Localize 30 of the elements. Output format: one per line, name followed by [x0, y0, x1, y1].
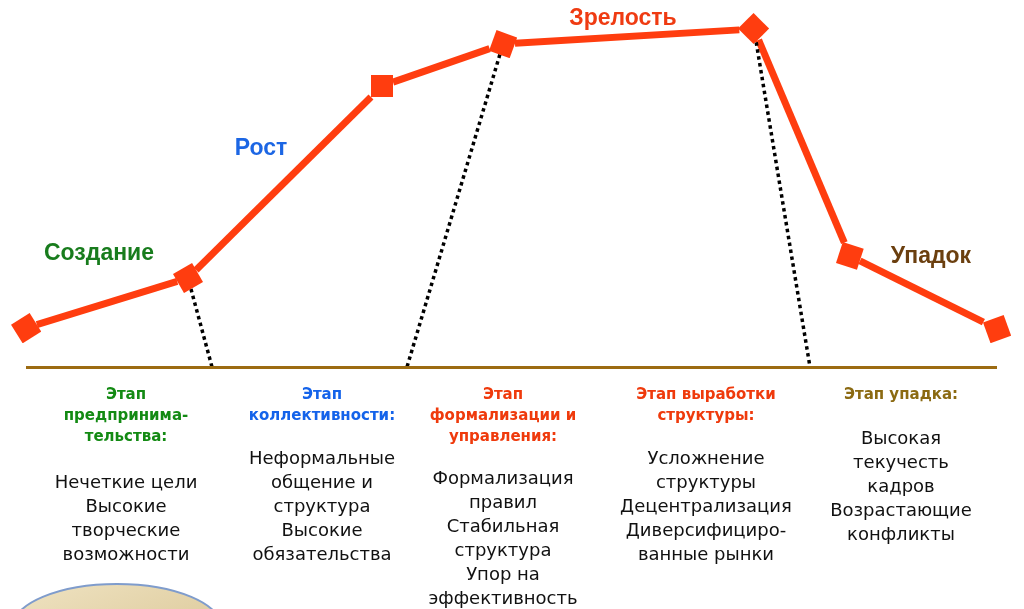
phase-heading: Этап предпринима-тельства:	[63, 384, 189, 447]
stage-label: Упадок	[890, 242, 972, 268]
dotted-line	[405, 54, 502, 368]
phase-feature-text: Высокие обязательства	[251, 518, 393, 566]
phase-heading: Этап коллективности:	[248, 384, 396, 426]
phase-feature-text: Неформальные общение и структура	[248, 446, 396, 518]
stage-label: Зрелость	[569, 4, 677, 30]
line-segment	[193, 94, 374, 273]
stage-label: Рост	[234, 134, 288, 160]
phase-feature-text: Формализация правил	[431, 466, 575, 514]
phase-feature-text: Стабильная структура	[446, 514, 560, 562]
phase-feature-text: Нечеткие цели	[54, 470, 198, 494]
diamond-marker	[738, 13, 770, 45]
phase-feature-text: Диверсифициро-ванные рынки	[625, 518, 787, 566]
line-segment	[514, 26, 740, 47]
dotted-line	[189, 288, 214, 368]
phase-feature-text: Упор на эффективность	[427, 562, 579, 609]
stage-label: Создание	[44, 239, 154, 265]
phase-heading: Этап упадка:	[843, 384, 959, 405]
square-marker	[371, 75, 393, 97]
phase-feature-text: Децентрализация	[619, 494, 793, 518]
phase-feature-text: Усложнение структуры	[647, 446, 765, 494]
phase-heading: Этап формализации и управления:	[429, 384, 577, 447]
line-segment	[755, 38, 848, 244]
phase-feature-text: Высокие творческие возможности	[62, 494, 190, 566]
phase-feature-text: Возрастающие конфликты	[829, 498, 973, 546]
line-segment	[35, 278, 179, 328]
phase-feature-text: Высокая текучесть кадров	[852, 426, 950, 498]
phase-heading: Этап выработки структуры:	[635, 384, 777, 426]
line-segment	[858, 257, 985, 326]
